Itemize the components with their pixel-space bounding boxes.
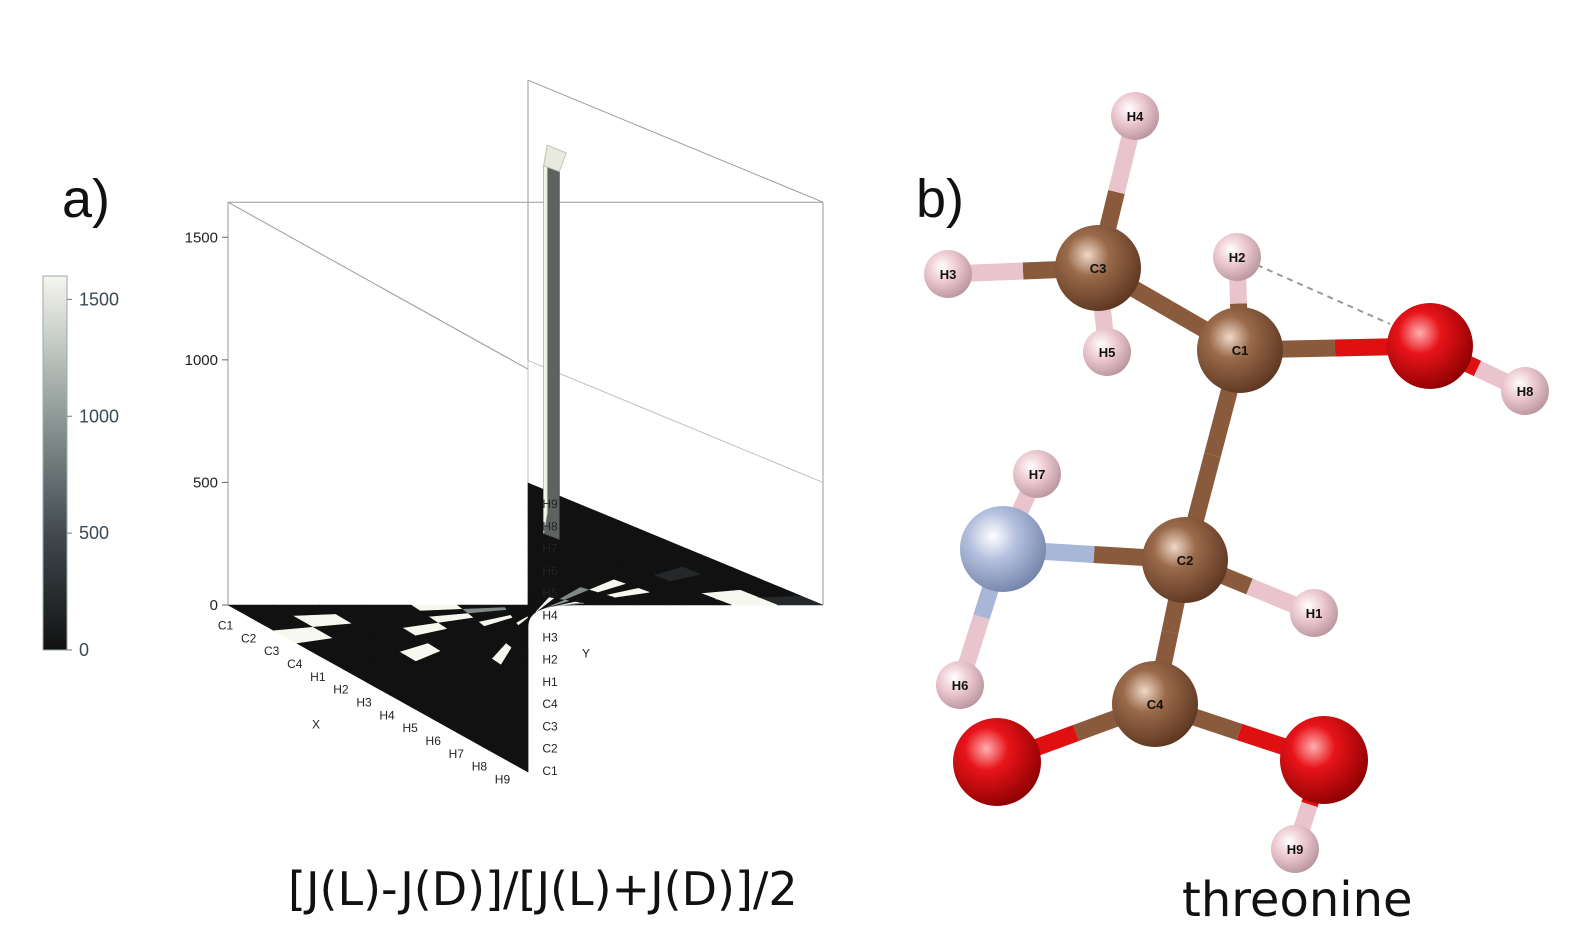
colorbar-tick-label: 0 bbox=[79, 640, 89, 660]
y-tick-label: C4 bbox=[542, 697, 558, 711]
atom-label: H7 bbox=[1029, 467, 1046, 482]
x-tick-label: H1 bbox=[310, 670, 326, 684]
tall-bar-top bbox=[543, 144, 567, 173]
atom-label: C4 bbox=[1147, 697, 1164, 712]
bar3d-chart: 050010001500C1C2C3C4H1H2H3H4H5H6H7H8H9C1… bbox=[42, 79, 824, 787]
hydrogen-bond bbox=[1256, 264, 1391, 325]
colorbar bbox=[42, 275, 68, 651]
atom-n1 bbox=[960, 506, 1046, 592]
gridline bbox=[527, 359, 824, 483]
box-edge bbox=[227, 201, 529, 370]
x-tick-label: H5 bbox=[402, 721, 418, 735]
y-tick-label: H4 bbox=[542, 608, 558, 622]
atom-label: C2 bbox=[1177, 553, 1194, 568]
atom-h6 bbox=[936, 661, 984, 709]
atom-c1 bbox=[1197, 307, 1283, 393]
atom-c4 bbox=[1112, 661, 1198, 747]
atom-label: C1 bbox=[1232, 343, 1249, 358]
y-tick-label: C2 bbox=[542, 742, 558, 756]
panel-b-label: b) bbox=[916, 169, 965, 229]
colorbar-tick-label: 500 bbox=[79, 523, 109, 543]
atom-h7 bbox=[1013, 450, 1061, 498]
x-tick-label: C4 bbox=[287, 657, 303, 671]
x-tick-label: H3 bbox=[356, 696, 372, 710]
floor-cell bbox=[504, 738, 529, 773]
atom-h4 bbox=[1111, 92, 1159, 140]
z-tick-label: 0 bbox=[210, 597, 218, 614]
atom-h2 bbox=[1213, 233, 1261, 281]
colorbar-tick-label: 1500 bbox=[79, 289, 119, 309]
z-tick-label: 1500 bbox=[185, 229, 218, 246]
atom-label: C3 bbox=[1090, 261, 1107, 276]
panel-a-caption: [J(L)-J(D)]/[J(L)+J(D)]/2 bbox=[288, 862, 798, 916]
x-tick-label: C3 bbox=[264, 644, 280, 658]
atom-c3 bbox=[1055, 225, 1141, 311]
colorbar-tick-label: 1000 bbox=[79, 406, 119, 426]
atom-label: H1 bbox=[1306, 606, 1323, 621]
atom-h5 bbox=[1083, 328, 1131, 376]
atom-c2 bbox=[1142, 517, 1228, 603]
box-edge bbox=[527, 79, 824, 203]
y-tick-label: H1 bbox=[542, 675, 558, 689]
atom-label: H2 bbox=[1229, 250, 1246, 265]
atom-h9 bbox=[1271, 825, 1319, 873]
atom-o1 bbox=[1387, 303, 1473, 389]
atom-label: H8 bbox=[1517, 384, 1534, 399]
x-tick-label: H7 bbox=[449, 747, 465, 761]
atom-label: H9 bbox=[1287, 842, 1304, 857]
y-tick-label: H3 bbox=[542, 631, 558, 645]
atom-h8 bbox=[1501, 367, 1549, 415]
x-axis-label: X bbox=[312, 718, 320, 732]
y-tick-label: C3 bbox=[542, 719, 558, 733]
y-tick-label: C1 bbox=[542, 764, 558, 778]
atom-label: H3 bbox=[940, 267, 957, 282]
z-tick-label: 500 bbox=[193, 474, 218, 491]
atom-label: H5 bbox=[1099, 345, 1116, 360]
y-tick-label: H6 bbox=[542, 564, 558, 578]
y-axis-label: Y bbox=[582, 647, 590, 661]
atom-h1 bbox=[1290, 589, 1338, 637]
x-tick-label: C1 bbox=[218, 618, 234, 632]
x-tick-label: H8 bbox=[472, 760, 488, 774]
atom-h3 bbox=[924, 250, 972, 298]
atom-o2 bbox=[953, 718, 1041, 806]
z-tick-label: 1000 bbox=[185, 352, 218, 369]
x-tick-label: C2 bbox=[241, 631, 257, 645]
y-tick-label: H8 bbox=[542, 519, 558, 533]
y-tick-label: H5 bbox=[542, 586, 558, 600]
atom-o3 bbox=[1280, 716, 1368, 804]
panel-a-label: a) bbox=[62, 169, 111, 229]
x-tick-label: H6 bbox=[426, 734, 442, 748]
y-tick-label: H2 bbox=[542, 653, 558, 667]
atom-label: H4 bbox=[1127, 109, 1144, 124]
y-tick-label: H9 bbox=[542, 497, 558, 511]
x-tick-label: H2 bbox=[333, 683, 349, 697]
atom-label: H6 bbox=[952, 678, 969, 693]
x-tick-label: H9 bbox=[495, 773, 511, 787]
x-tick-label: H4 bbox=[379, 708, 395, 722]
y-tick-label: H7 bbox=[542, 542, 558, 556]
panel-b-caption: threonine bbox=[1182, 872, 1413, 928]
